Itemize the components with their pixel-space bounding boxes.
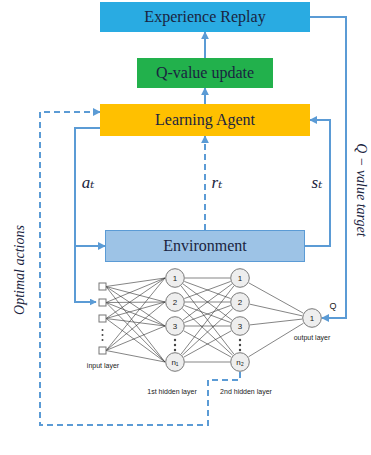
neuron-circle: n₁ bbox=[165, 352, 185, 372]
input-wire bbox=[106, 302, 165, 304]
input-wire bbox=[106, 302, 165, 351]
neuron-number: 1 bbox=[173, 274, 177, 283]
environment-to-input-line bbox=[75, 246, 96, 302]
dot bbox=[174, 339, 176, 341]
neuron-number: n₂ bbox=[236, 358, 244, 367]
agent-box: Learning Agent bbox=[100, 104, 310, 136]
network-weight-line bbox=[182, 309, 232, 355]
state-symbol: sₜ bbox=[312, 174, 323, 193]
neuron-circle: 3 bbox=[165, 316, 185, 336]
box-label: Learning Agent bbox=[155, 111, 255, 129]
network-weight-line bbox=[250, 319, 302, 325]
dot bbox=[102, 334, 104, 336]
layer-label: output layer bbox=[293, 334, 332, 342]
neuron-shape bbox=[166, 293, 185, 312]
neuron-number: n₁ bbox=[171, 358, 178, 367]
neuron-circle: 2 bbox=[230, 292, 250, 312]
input-wire bbox=[106, 278, 165, 351]
input-square bbox=[99, 347, 106, 354]
neuron-number: 3 bbox=[238, 322, 242, 331]
flow-arrow bbox=[204, 32, 206, 58]
neuron-shape bbox=[231, 353, 250, 372]
layer-label: 2nd hidden layer bbox=[219, 388, 273, 396]
input-square bbox=[99, 315, 106, 322]
environment-box: Environment bbox=[105, 230, 305, 262]
flow-arrow bbox=[204, 136, 206, 230]
dot bbox=[239, 349, 241, 351]
flow-arrow bbox=[40, 112, 240, 425]
side-label: Q − value target bbox=[353, 143, 368, 236]
flow-arrow bbox=[310, 17, 346, 318]
dot bbox=[102, 329, 104, 331]
neuron-circle: 1 bbox=[230, 268, 250, 288]
neuron-shape bbox=[166, 353, 185, 372]
neuron-shape bbox=[231, 317, 250, 336]
dot bbox=[174, 344, 176, 346]
neuron-shape bbox=[231, 269, 250, 288]
input-wire bbox=[106, 319, 165, 363]
side-label: Optimal actions bbox=[12, 225, 27, 315]
network-weight-line bbox=[185, 326, 230, 327]
network-weight-line bbox=[250, 304, 302, 316]
layer-label: input layer bbox=[86, 362, 120, 370]
network-weight-line bbox=[183, 284, 232, 320]
neuron-circle: 3 bbox=[230, 316, 250, 336]
neuron-circle: n₂ bbox=[230, 352, 250, 372]
flow-arrow bbox=[305, 120, 330, 246]
neuron-circle: 1 bbox=[165, 268, 185, 288]
neuron-shape bbox=[166, 317, 185, 336]
replay-box: Experience Replay bbox=[100, 2, 310, 32]
box-label: Environment bbox=[163, 237, 247, 255]
update-box: Q-value update bbox=[137, 58, 273, 88]
network-weight-line bbox=[249, 283, 304, 313]
input-wire bbox=[106, 303, 165, 363]
neuron-shape bbox=[166, 269, 185, 288]
neuron-number: 3 bbox=[173, 322, 177, 331]
neuron-shape bbox=[231, 293, 250, 312]
flow-arrow bbox=[204, 88, 206, 104]
input-wire bbox=[106, 278, 165, 303]
input-wire bbox=[106, 278, 165, 319]
input-wire bbox=[106, 302, 165, 319]
input-squares bbox=[99, 283, 106, 354]
input-wires bbox=[106, 278, 165, 362]
input-wire bbox=[106, 278, 165, 287]
reward-symbol: rₜ bbox=[212, 174, 223, 193]
input-wire bbox=[106, 287, 165, 327]
input-square bbox=[99, 299, 106, 306]
network-weight-line bbox=[185, 362, 230, 363]
neuron-number: 1 bbox=[238, 274, 242, 283]
input-wire bbox=[106, 326, 165, 351]
network-weight-line bbox=[183, 284, 232, 320]
network-weight-line bbox=[184, 331, 232, 357]
input-wire bbox=[106, 351, 165, 363]
input-square bbox=[99, 283, 106, 290]
neuron-circle: 1 bbox=[302, 308, 322, 328]
output-symbol: Q bbox=[329, 302, 336, 312]
neuron-number: 2 bbox=[173, 298, 177, 307]
action-symbol: aₜ bbox=[82, 174, 95, 193]
dot bbox=[174, 349, 176, 351]
layer-label: 1st hidden layer bbox=[146, 388, 197, 396]
neuron-circle: 2 bbox=[165, 292, 185, 312]
dot bbox=[239, 344, 241, 346]
neuron-number: 2 bbox=[238, 298, 242, 307]
box-label: Q-value update bbox=[156, 64, 254, 82]
neuron-number: 1 bbox=[310, 314, 314, 323]
network-weight-line bbox=[184, 331, 232, 357]
dot bbox=[239, 339, 241, 341]
network-weight-line bbox=[182, 309, 232, 355]
flow-arrow bbox=[75, 128, 105, 246]
neuron-shape bbox=[303, 309, 322, 328]
dot bbox=[102, 339, 104, 341]
input-wire bbox=[106, 287, 165, 363]
network-weight-line bbox=[185, 278, 230, 279]
box-label: Experience Replay bbox=[144, 8, 265, 26]
